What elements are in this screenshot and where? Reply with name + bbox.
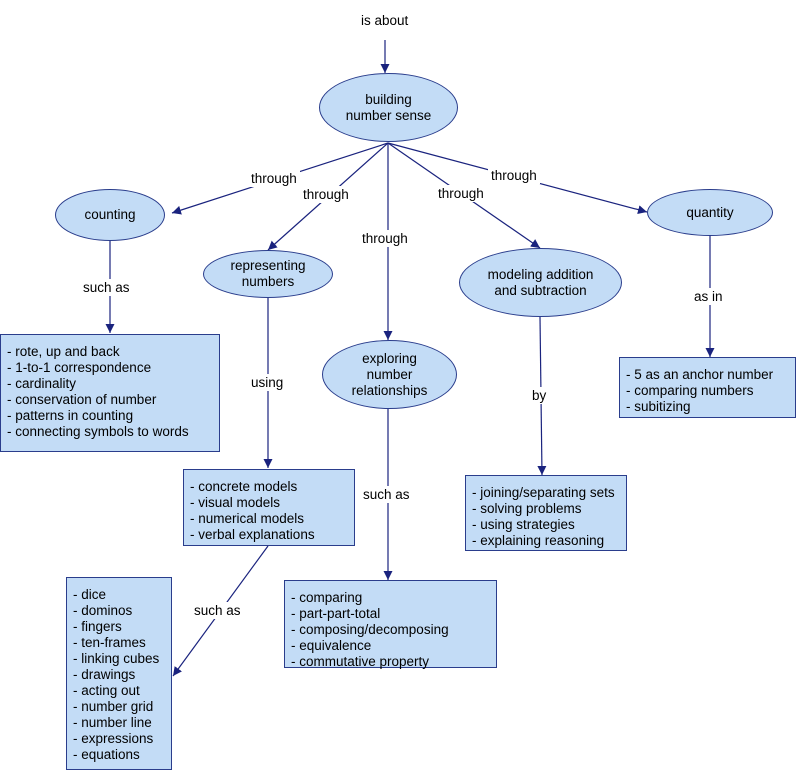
list-item: - rote, up and back: [7, 344, 120, 359]
link-label-through-counting: through: [248, 170, 300, 187]
list-operations: - joining/separating sets- solving probl…: [465, 475, 627, 551]
list-item: - 5 as an anchor number: [626, 367, 774, 382]
list-item: - comparing numbers: [626, 383, 754, 398]
list-item: - equivalence: [291, 638, 372, 653]
list-item: - acting out: [73, 683, 140, 698]
concept-counting: counting: [55, 189, 165, 241]
concept-modeling-label: modeling addition and subtraction: [487, 266, 594, 298]
list-item: - conservation of number: [7, 392, 157, 407]
list-item: - number grid: [73, 699, 154, 714]
list-item: - dice: [73, 587, 107, 602]
list-item: - equations: [73, 747, 140, 762]
concept-quantity-label: quantity: [686, 204, 734, 220]
list-item: - connecting symbols to words: [7, 424, 189, 439]
list-item: - numerical models: [190, 511, 305, 526]
list-item: - 1-to-1 correspondence: [7, 360, 152, 375]
link-label-as-in: as in: [691, 288, 726, 305]
list-counting-examples: - rote, up and back- 1-to-1 corresponden…: [0, 334, 220, 452]
concept-modeling-addition-subtraction: modeling addition and subtraction: [459, 248, 622, 317]
list-item: - cardinality: [7, 376, 77, 391]
list-item: - drawings: [73, 667, 136, 682]
concept-counting-label: counting: [84, 207, 136, 222]
list-item: - commutative property: [291, 654, 430, 669]
link-label-such-as-counting: such as: [80, 279, 133, 296]
list-item: - using strategies: [472, 517, 575, 532]
list-item: - ten-frames: [73, 635, 146, 650]
list-models: - concrete models- visual models- numeri…: [183, 469, 355, 546]
list-item: - solving problems: [472, 501, 582, 516]
link-label-by: by: [529, 387, 550, 404]
list-item: - linking cubes: [73, 651, 160, 666]
concept-exploring-number-relationships: exploring number relationships: [322, 340, 457, 409]
list-item: - dominos: [73, 603, 133, 618]
list-model-examples: - dice- dominos- fingers- ten-frames- li…: [66, 577, 172, 770]
root-concept: building number sense: [319, 73, 458, 142]
concept-representing-numbers: representing numbers: [203, 250, 333, 298]
list-item: - subitizing: [626, 399, 691, 414]
top-link-label: is about: [358, 12, 412, 29]
list-item: - expressions: [73, 731, 154, 746]
list-item: - joining/separating sets: [472, 485, 615, 500]
list-item: - patterns in counting: [7, 408, 134, 423]
concept-representing-numbers-label: representing numbers: [230, 258, 306, 289]
list-item: - comparing: [291, 590, 363, 605]
list-item: - composing/decomposing: [291, 622, 449, 637]
link-label-such-as-models: such as: [191, 602, 244, 619]
link-label-through-representing: through: [300, 186, 352, 203]
list-item: - concrete models: [190, 479, 298, 494]
link-label-through-quantity: through: [488, 167, 540, 184]
list-item: - number line: [73, 715, 152, 730]
link-label-such-as-exploring: such as: [360, 486, 413, 503]
list-item: - explaining reasoning: [472, 533, 605, 548]
link-label-using: using: [248, 374, 287, 391]
list-item: - verbal explanations: [190, 527, 315, 542]
link-label-through-exploring: through: [359, 230, 411, 247]
root-concept-label: building number sense: [345, 91, 432, 123]
list-relationships: - comparing- part-part-total- composing/…: [284, 580, 497, 669]
list-item: - fingers: [73, 619, 122, 634]
concept-exploring-label: exploring number relationships: [351, 350, 428, 398]
link-label-through-modeling: through: [435, 185, 487, 202]
list-item: - visual models: [190, 495, 281, 510]
list-quantity: - 5 as an anchor number- comparing numbe…: [619, 357, 796, 418]
list-item: - part-part-total: [291, 606, 381, 621]
concept-quantity: quantity: [647, 189, 773, 236]
